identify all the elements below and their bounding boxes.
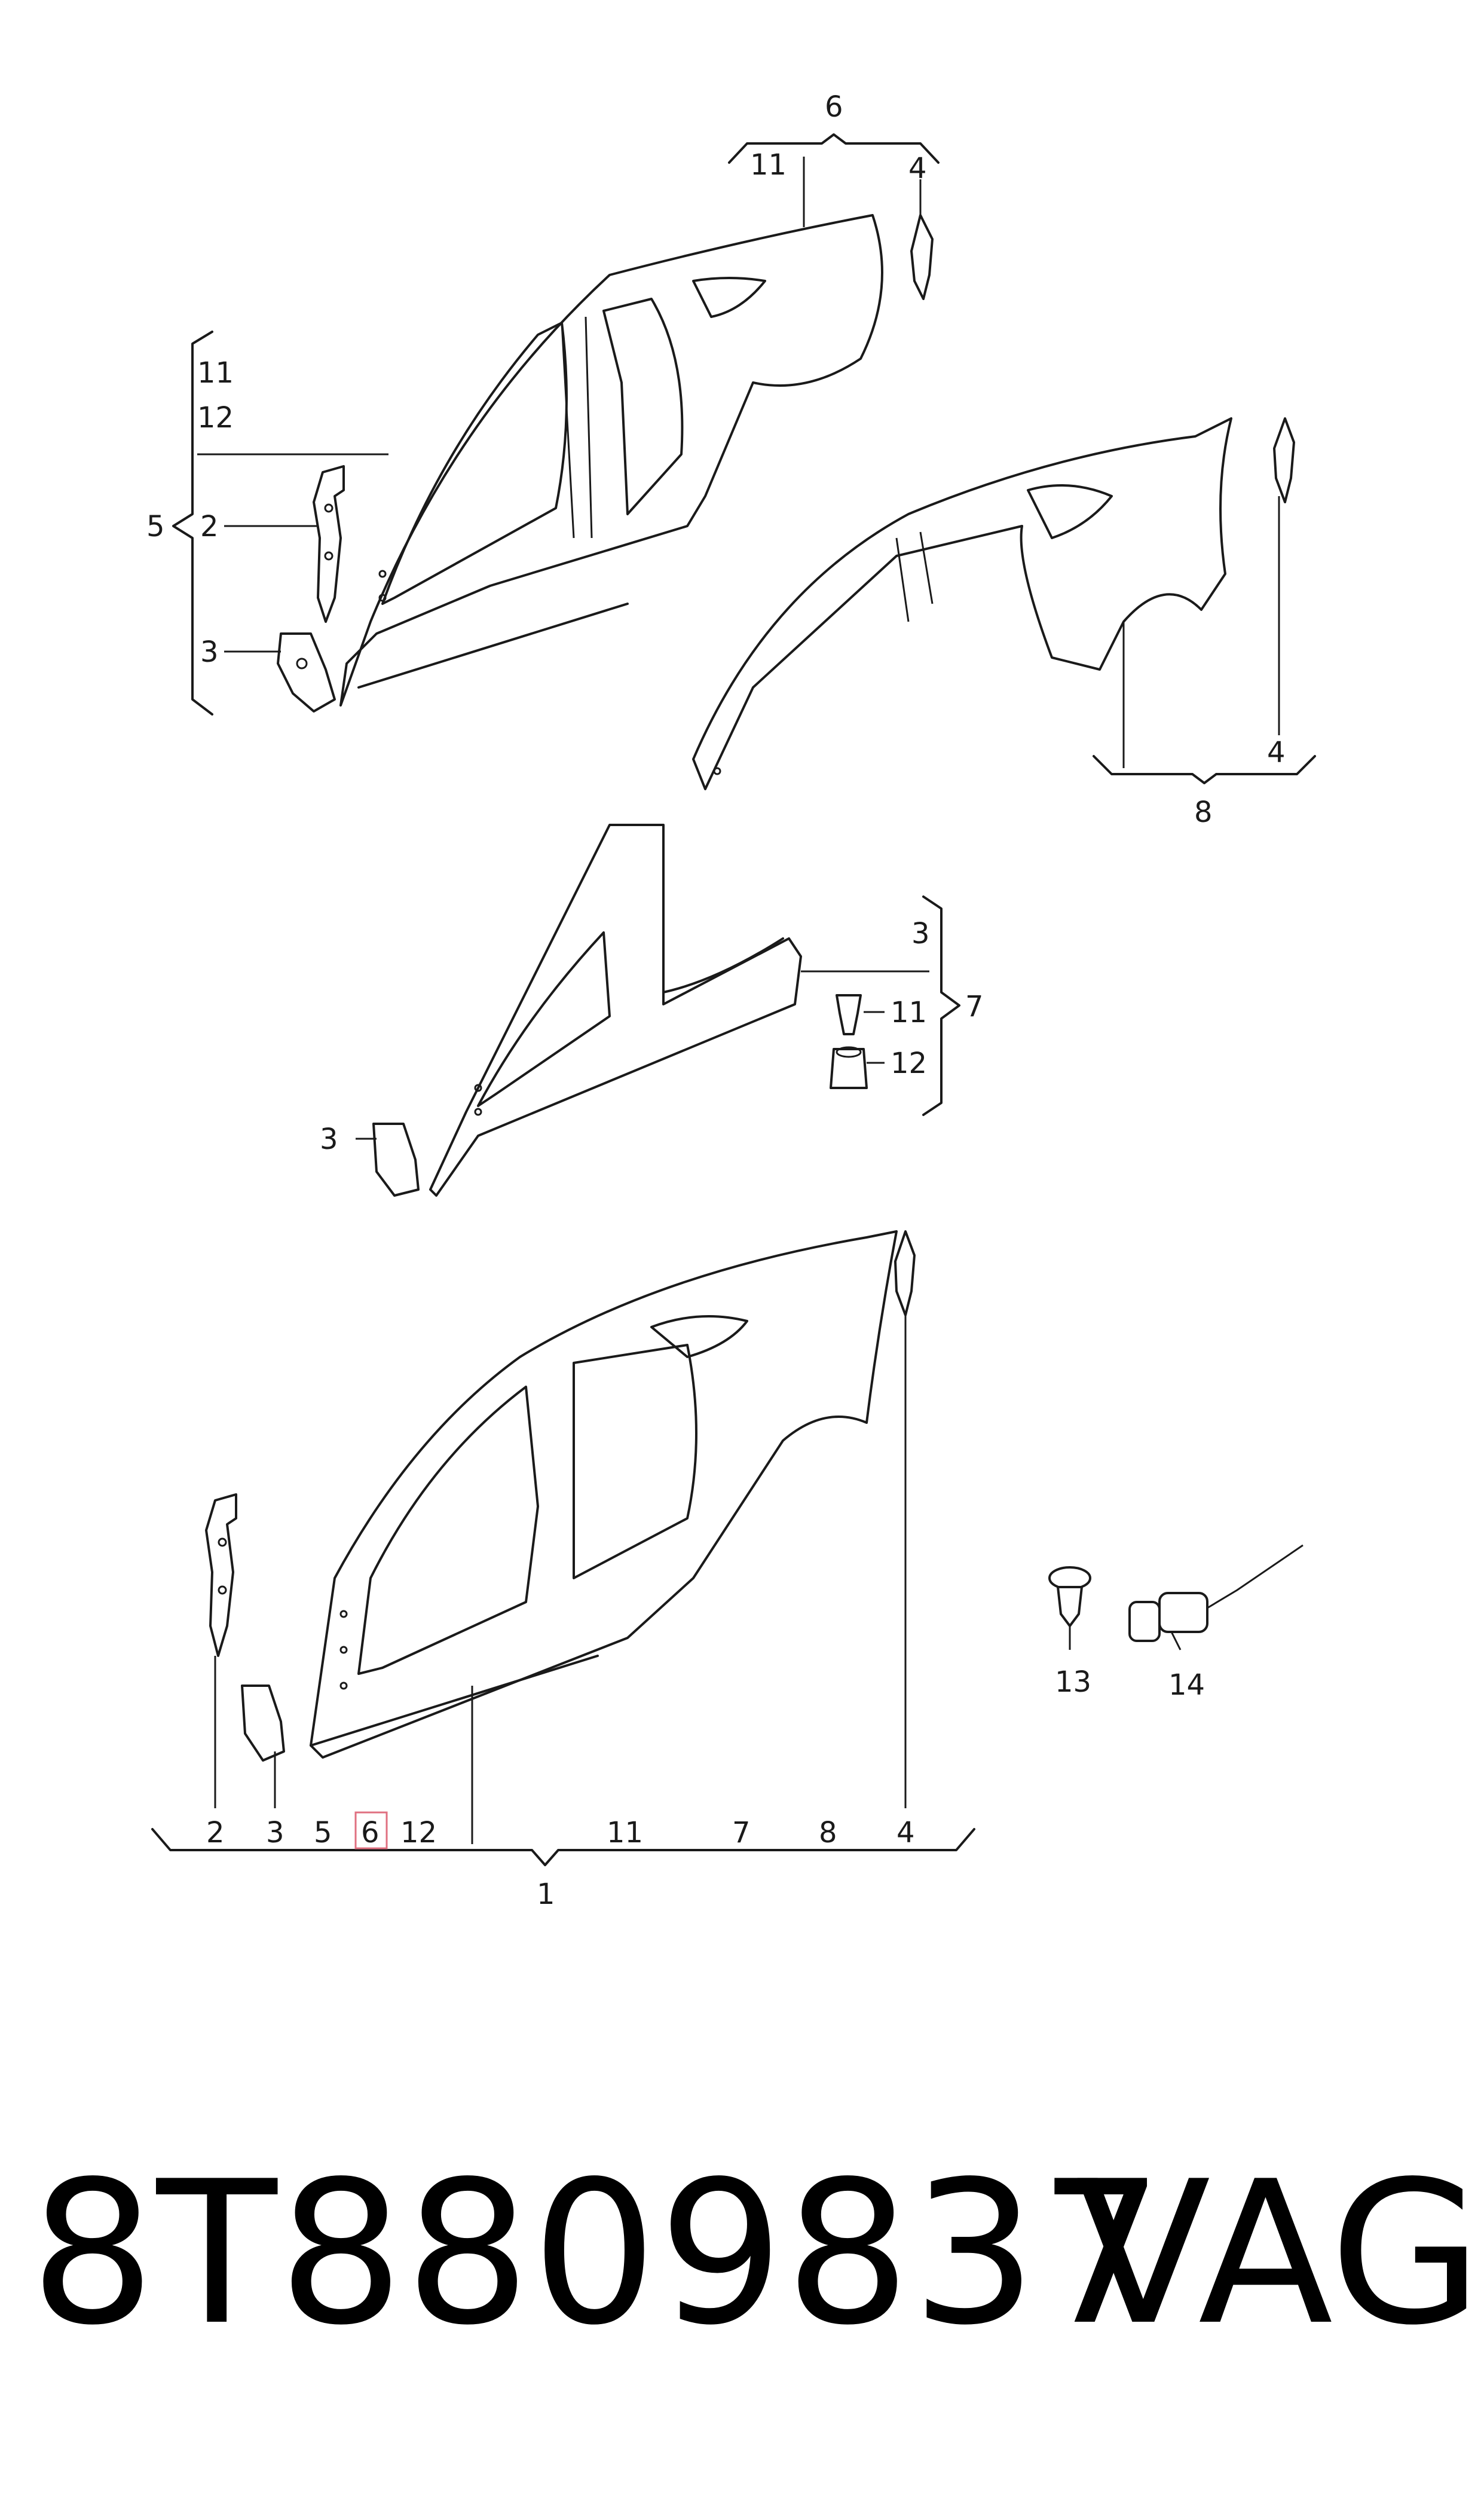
nut-part-12 xyxy=(830,1046,868,1089)
label-group7-head: 7 xyxy=(965,990,984,1023)
label-group7-left-3: 3 xyxy=(320,1123,338,1156)
bracket-part-3-middle xyxy=(372,1123,420,1197)
clip-part-4-right xyxy=(1273,417,1295,503)
clip-part-4-lower xyxy=(894,1230,916,1316)
label-group1-item-6: 6 xyxy=(361,1816,380,1849)
label-group8-head: 8 xyxy=(1194,796,1213,829)
brand-name: VAG xyxy=(1076,2139,1483,2368)
highlight-box xyxy=(354,1811,388,1849)
label-group6-item-4: 4 xyxy=(908,152,927,185)
label-group7-item-11: 11 xyxy=(891,996,927,1029)
grommet-part-14 xyxy=(1128,1544,1304,1642)
rivet-part-11 xyxy=(836,994,862,1035)
bracket-part-3-upper xyxy=(277,632,336,713)
label-group7-item-3: 3 xyxy=(911,917,930,950)
label-group6-item-11: 11 xyxy=(750,148,787,182)
label-group5-item-12: 12 xyxy=(197,401,234,435)
callout-lines xyxy=(151,133,1316,1866)
side-panel-upper-drawing xyxy=(339,214,883,707)
footer: 8T8809837 VAG xyxy=(0,2128,1484,2379)
side-panel-lower-drawing xyxy=(310,1230,898,1759)
label-group7-item-12: 12 xyxy=(891,1047,927,1080)
part-number: 8T8809837 xyxy=(30,2139,1165,2368)
label-part-14: 14 xyxy=(1168,1668,1205,1702)
label-group5-item-2: 2 xyxy=(200,510,219,543)
label-group1-item-8: 8 xyxy=(819,1816,837,1849)
bracket-part-2-lower xyxy=(205,1493,237,1657)
label-group1-item-2: 2 xyxy=(206,1816,225,1849)
label-group1-item-7: 7 xyxy=(732,1816,751,1849)
bracket-part-3-lower xyxy=(241,1685,285,1762)
sill-section-drawing xyxy=(429,824,802,1197)
label-group1-item-3: 3 xyxy=(266,1816,284,1849)
label-group5-item-11: 11 xyxy=(197,356,234,390)
label-group5-head: 5 xyxy=(146,510,165,543)
bracket-part-2-upper xyxy=(313,465,345,623)
label-group1-item-5: 5 xyxy=(314,1816,332,1849)
label-group1-item-4: 4 xyxy=(896,1816,915,1849)
clip-part-13 xyxy=(1048,1566,1091,1627)
label-group1-head: 1 xyxy=(537,1878,555,1911)
clip-part-4-top xyxy=(910,214,934,300)
callout-labels: 6 11 4 11 12 5 2 3 4 8 3 11 7 12 3 2 3 5… xyxy=(146,90,1286,1911)
label-group1-item-12: 12 xyxy=(400,1816,437,1849)
label-group8-item-4: 4 xyxy=(1267,736,1286,769)
rear-quarter-drawing xyxy=(692,417,1232,790)
label-part-13: 13 xyxy=(1055,1665,1091,1699)
label-group6-head: 6 xyxy=(825,90,843,124)
label-group5-item-3: 3 xyxy=(200,635,219,669)
label-group1-item-11: 11 xyxy=(607,1816,643,1849)
